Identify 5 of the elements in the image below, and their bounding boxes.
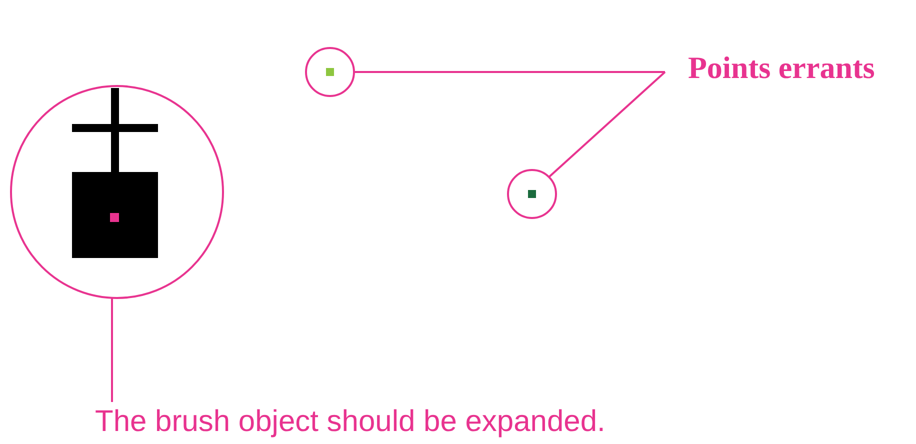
callout-text: Points errants bbox=[688, 50, 875, 86]
leader-line bbox=[355, 71, 665, 73]
callout-text: The brush object should be expanded. bbox=[95, 405, 606, 439]
leader-line bbox=[548, 71, 666, 178]
leader-line bbox=[111, 298, 113, 402]
